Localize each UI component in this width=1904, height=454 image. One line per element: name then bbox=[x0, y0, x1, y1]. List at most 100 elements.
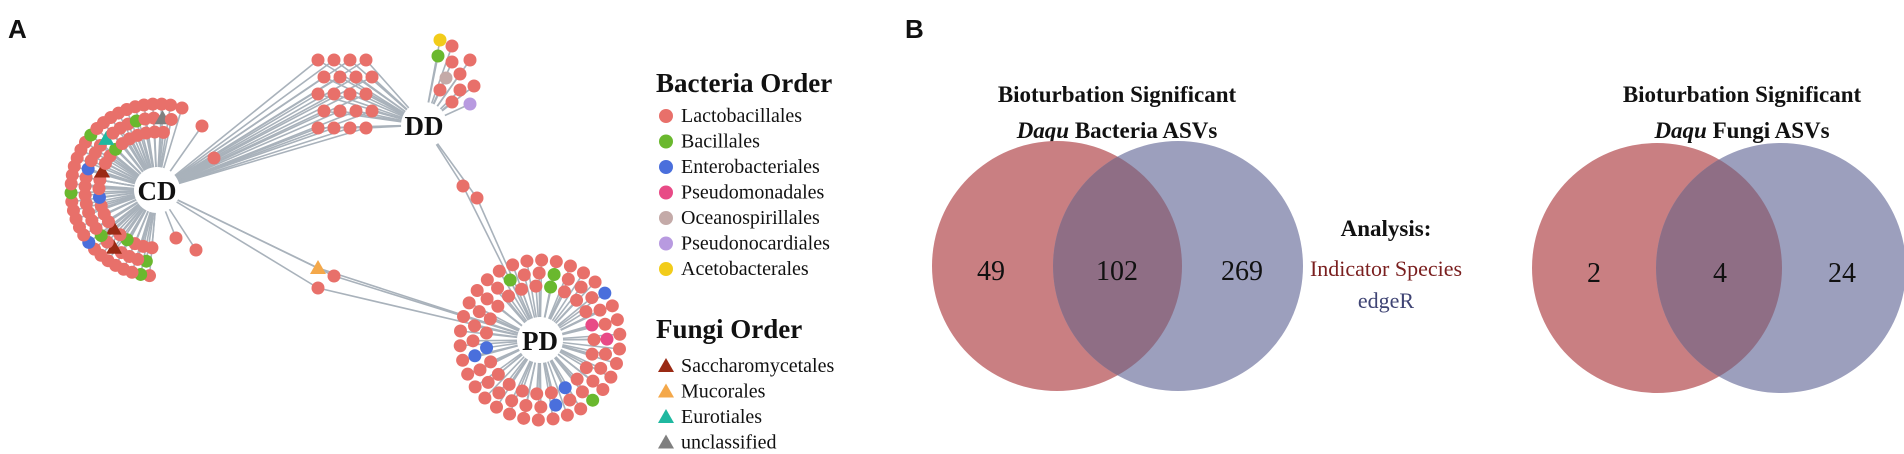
network-node bbox=[359, 121, 373, 135]
network-node bbox=[588, 275, 602, 289]
network-node bbox=[481, 375, 495, 389]
hub-cd bbox=[134, 167, 180, 213]
network-node bbox=[463, 53, 477, 67]
legend-bacteria-swatch bbox=[659, 109, 673, 123]
network-node bbox=[365, 70, 379, 84]
network-node bbox=[311, 121, 325, 135]
network-node bbox=[491, 299, 505, 313]
network-node bbox=[530, 387, 544, 401]
legend-fungi-label: Saccharomycetales bbox=[681, 355, 834, 377]
analysis-indicator-species: Indicator Species bbox=[1310, 256, 1462, 281]
venn-fungi: Bioturbation Significant Daqu Fungi ASVs… bbox=[1532, 82, 1904, 393]
network-node bbox=[431, 49, 445, 63]
network-node bbox=[479, 326, 493, 340]
network-node bbox=[453, 67, 467, 81]
network-node bbox=[164, 112, 178, 126]
venn-fungi-title-italic: Daqu bbox=[1653, 118, 1707, 143]
network-node bbox=[467, 319, 481, 333]
network-node bbox=[189, 243, 203, 257]
network-node bbox=[596, 383, 610, 397]
venn-fungi-title-line2: Daqu Fungi ASVs bbox=[1653, 118, 1829, 143]
network-edge bbox=[156, 110, 325, 191]
legend-bacteria-swatch bbox=[659, 134, 673, 149]
network-node bbox=[585, 318, 599, 332]
legend-bacteria-swatch bbox=[659, 211, 673, 225]
network-node bbox=[333, 104, 347, 118]
network-node bbox=[570, 293, 584, 307]
network-node bbox=[506, 258, 520, 272]
venn-bacteria-left-count: 49 bbox=[977, 256, 1005, 287]
network-node bbox=[453, 339, 467, 353]
network-node bbox=[491, 281, 505, 295]
network-node-triangle bbox=[94, 163, 111, 178]
network-node bbox=[586, 374, 600, 388]
hub-pd bbox=[517, 317, 563, 363]
network-node bbox=[600, 332, 614, 346]
network-node bbox=[343, 53, 357, 67]
network-node bbox=[544, 386, 558, 400]
network-node bbox=[574, 402, 588, 416]
network-node bbox=[466, 334, 480, 348]
network-node bbox=[439, 71, 453, 85]
network-node bbox=[610, 313, 624, 327]
network-node bbox=[470, 283, 484, 297]
venn-fungi-title-line1: Bioturbation Significant bbox=[1623, 82, 1862, 107]
network-node bbox=[359, 87, 373, 101]
network-node bbox=[577, 266, 591, 280]
venn-bacteria-overlap bbox=[1053, 141, 1182, 391]
network-edge bbox=[156, 127, 367, 191]
network-node bbox=[579, 305, 593, 319]
network-node bbox=[480, 273, 494, 287]
network-node bbox=[317, 104, 331, 118]
legend-bacteria-swatch bbox=[659, 185, 673, 200]
network-edge bbox=[156, 127, 335, 191]
network-node bbox=[599, 347, 613, 361]
hub-label-dd: DD bbox=[405, 111, 444, 141]
venn-fungi-overlap bbox=[1656, 143, 1782, 393]
network-node bbox=[561, 272, 575, 286]
network-node bbox=[492, 386, 506, 400]
analysis-title: Analysis: bbox=[1341, 216, 1432, 241]
network-node bbox=[473, 363, 487, 377]
network-node bbox=[327, 87, 341, 101]
network-node bbox=[515, 282, 529, 296]
network-node bbox=[489, 400, 503, 414]
venn-fungi-title-rest: Fungi ASVs bbox=[1707, 118, 1830, 143]
legend-fungi-title: Fungi Order bbox=[656, 314, 802, 344]
network-node bbox=[462, 296, 476, 310]
network-node bbox=[468, 380, 482, 394]
network-node bbox=[560, 408, 574, 422]
legend-fungi-label: Mucorales bbox=[681, 381, 766, 403]
network-node bbox=[557, 285, 571, 299]
network-node bbox=[349, 104, 363, 118]
network-node bbox=[445, 95, 459, 109]
network-node bbox=[586, 393, 600, 407]
network-node bbox=[549, 255, 563, 269]
network-node bbox=[484, 355, 498, 369]
network-node bbox=[570, 372, 584, 386]
network-node bbox=[517, 411, 531, 425]
panel-letter-b: B bbox=[905, 14, 924, 44]
network-node bbox=[585, 291, 599, 305]
network-node-triangle bbox=[106, 239, 123, 254]
network-nodes bbox=[64, 33, 627, 427]
network-node bbox=[587, 333, 601, 347]
network-node bbox=[359, 53, 373, 67]
analysis-edger: edgeR bbox=[1358, 288, 1415, 313]
legend-bacteria-label: Pseudonocardiales bbox=[681, 233, 830, 255]
network-edge bbox=[156, 93, 319, 191]
network-node bbox=[445, 39, 459, 53]
network-node bbox=[478, 391, 492, 405]
network-node bbox=[544, 280, 558, 294]
network-edge bbox=[156, 127, 319, 191]
legend-bacteria-label: Bacillales bbox=[681, 131, 760, 153]
network-node bbox=[517, 268, 531, 282]
network-node bbox=[169, 231, 183, 245]
legend-fungi-swatch bbox=[658, 434, 674, 449]
network-node bbox=[164, 98, 178, 112]
network-node bbox=[365, 104, 379, 118]
network-node bbox=[503, 407, 517, 421]
legend-bacteria-items: LactobacillalesBacillalesEnterobacterial… bbox=[659, 105, 830, 280]
